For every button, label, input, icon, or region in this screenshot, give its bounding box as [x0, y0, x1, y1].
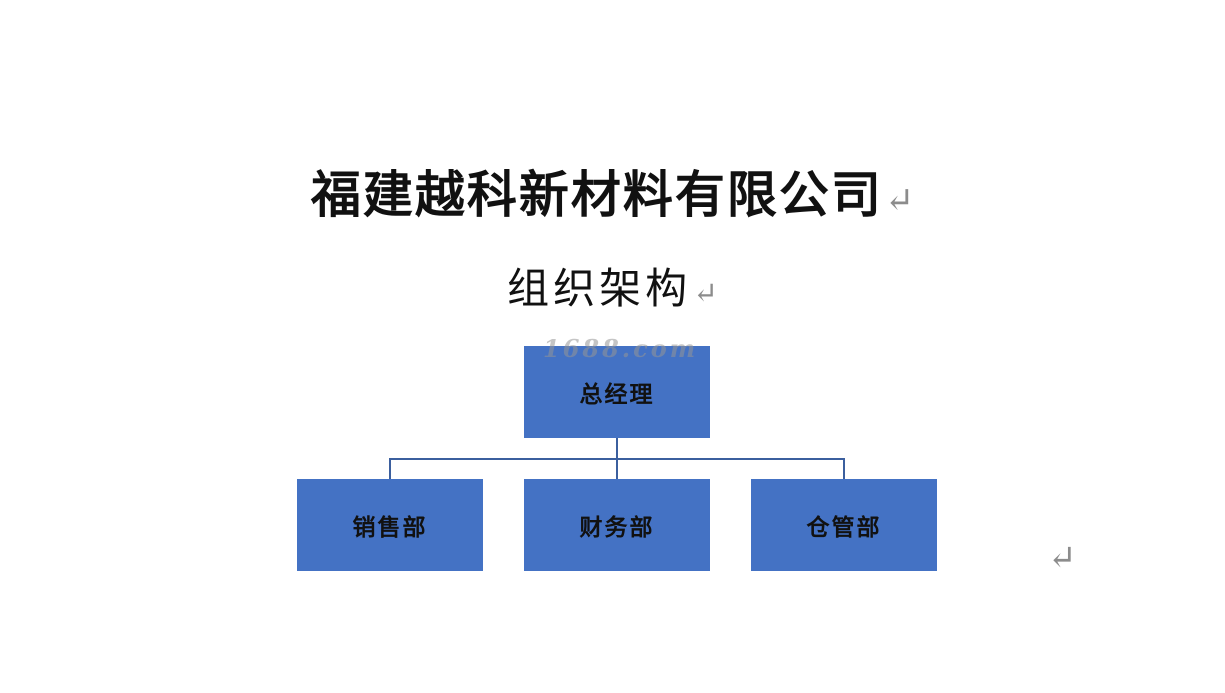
company-title: 福建越科新材料有限公司↵ — [0, 165, 1225, 231]
org-node-label: 财务部 — [579, 514, 655, 541]
chart-title-text: 组织架构 — [507, 264, 692, 313]
org-node-warehouse[interactable]: 仓管部 — [751, 479, 937, 571]
org-node-finance[interactable]: 财务部 — [524, 479, 710, 571]
org-node-sales[interactable]: 销售部 — [297, 479, 483, 571]
paragraph-mark-icon: ↵ — [693, 276, 718, 310]
paragraph-mark-icon: ↵ — [884, 181, 915, 221]
org-node-label: 销售部 — [352, 514, 428, 541]
paragraph-mark-icon: ↵ — [1048, 538, 1077, 578]
org-node-label: 总经理 — [579, 381, 655, 408]
chart-title: 组织架构↵ — [0, 262, 1225, 320]
company-title-text: 福建越科新材料有限公司 — [310, 165, 883, 224]
watermark-logo: 1688.com — [543, 334, 699, 363]
org-node-general-manager[interactable]: 总经理 — [524, 346, 710, 438]
org-node-label: 仓管部 — [806, 514, 882, 541]
